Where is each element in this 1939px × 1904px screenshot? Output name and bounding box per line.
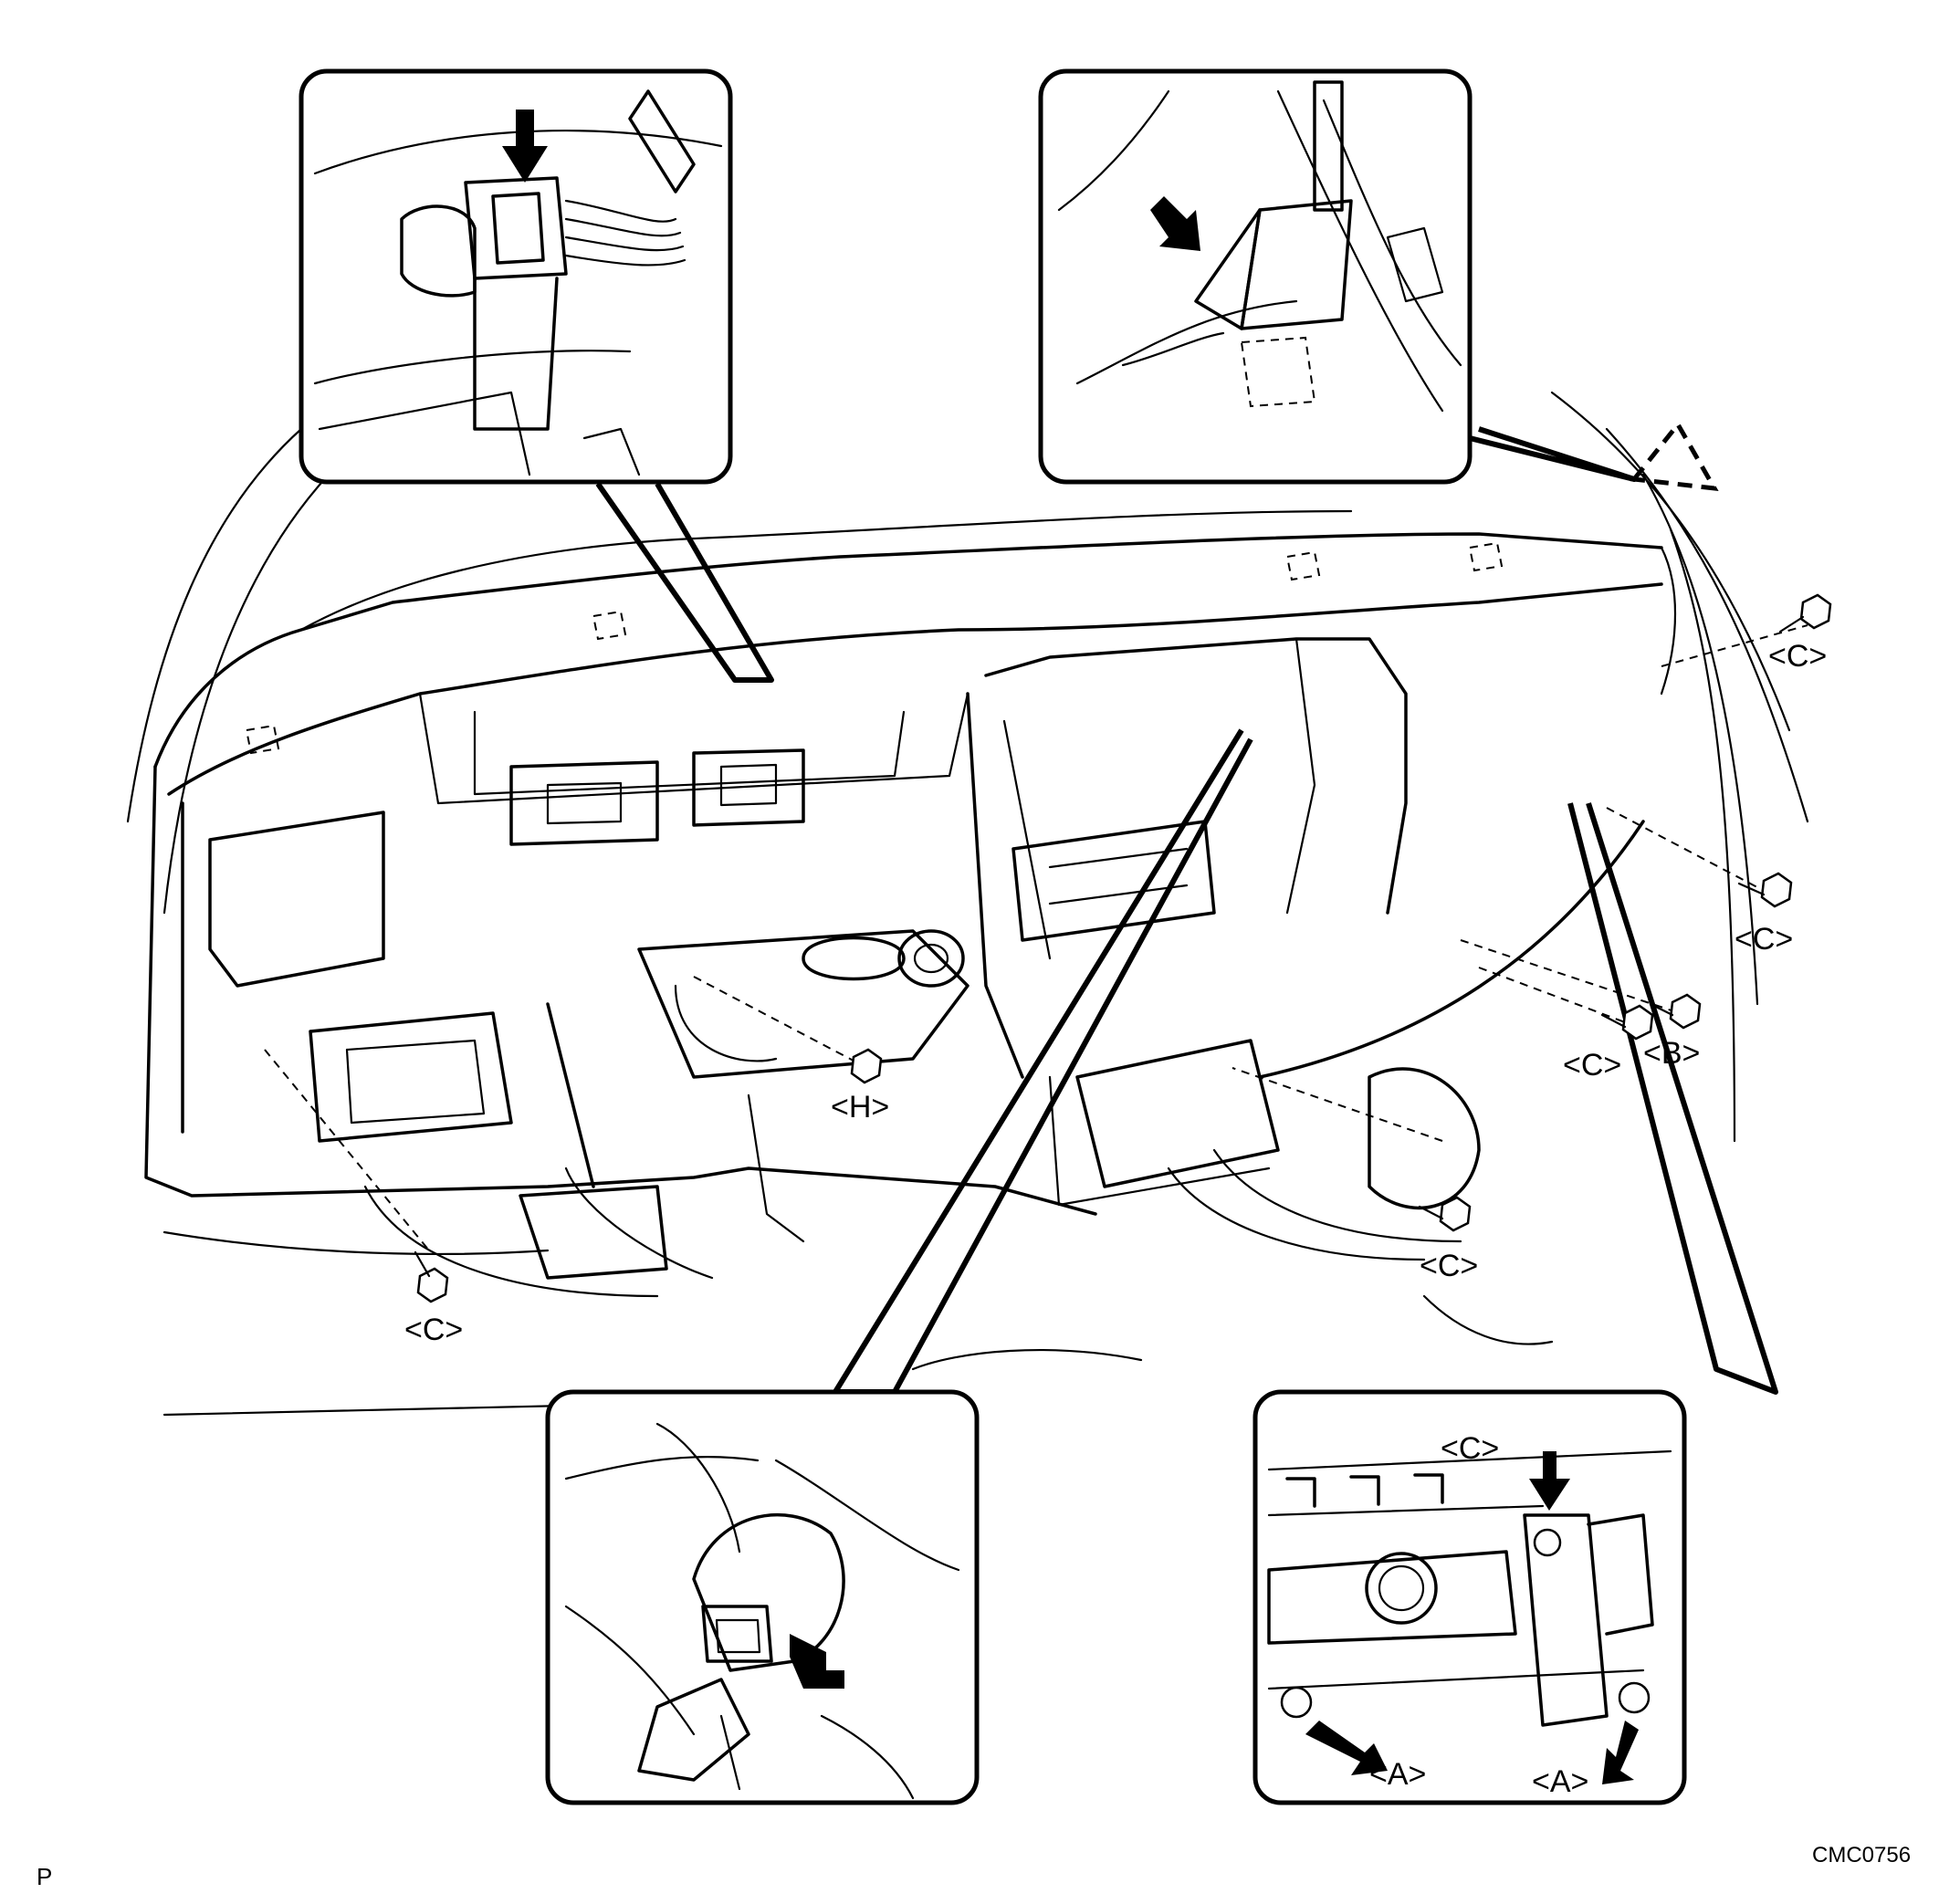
bolt-icon [850, 1048, 883, 1084]
inset-connector-top-left [299, 68, 733, 485]
down-arrow-icon [1529, 1451, 1570, 1511]
label-b-mid-right: <B> [1643, 1036, 1700, 1071]
bolt-icon [1600, 1004, 1654, 1041]
label-inset-a-left: <A> [1369, 1757, 1426, 1792]
bolt-icon [1649, 993, 1702, 1030]
diagonal-arrow-icon [1150, 196, 1200, 251]
inset-bracket-bolts [1252, 1389, 1687, 1805]
bolt-icon [1418, 1196, 1472, 1232]
label-inset-c: <C> [1441, 1431, 1499, 1466]
label-c-right: <C> [1735, 922, 1793, 957]
label-c-top-right: <C> [1768, 639, 1827, 674]
label-c-lower-center: <C> [1420, 1249, 1478, 1283]
label-c-mid-right: <C> [1563, 1048, 1621, 1083]
bolt-icon [1778, 593, 1832, 633]
footer-left-mark: P [37, 1863, 52, 1890]
down-arrow-icon [502, 110, 548, 183]
diagonal-arrow-icon [1305, 1721, 1388, 1775]
bolt-icons [414, 593, 1832, 1303]
label-h-center: <H> [831, 1090, 889, 1125]
inset-connector-bottom-left [545, 1389, 980, 1805]
bolt-icon [1737, 872, 1793, 908]
diagonal-arrow-icon [1602, 1721, 1639, 1784]
inset-connector-top-right [1038, 68, 1473, 485]
dashboard-assembly [126, 391, 1809, 1417]
label-inset-a-right: <A> [1532, 1764, 1588, 1799]
bolt-icon [414, 1250, 449, 1303]
diagonal-arrow-icon [790, 1634, 844, 1689]
figure-code: CMC0756 [1812, 1843, 1911, 1867]
labels: <C> <C> <C> <B> <H> <C> <C> <C> <A> <A> … [37, 639, 1911, 1890]
callout-leaders [264, 426, 1808, 1395]
label-c-lower-left: <C> [404, 1313, 463, 1347]
